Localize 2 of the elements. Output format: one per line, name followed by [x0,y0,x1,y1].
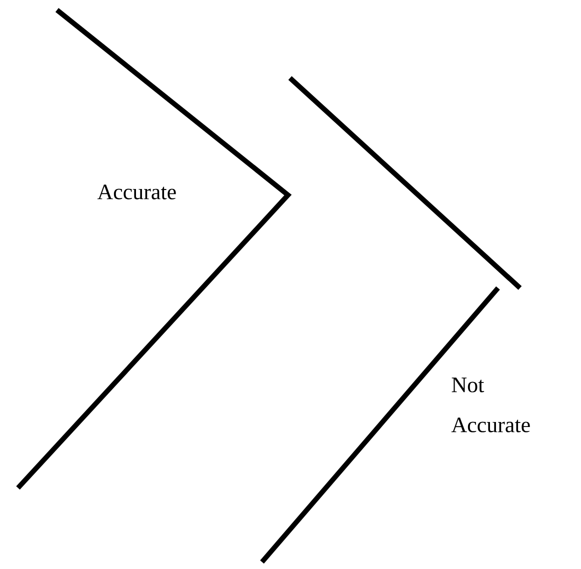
text-label: Accurate [97,184,176,200]
text-label: Not Accurate [451,378,530,432]
